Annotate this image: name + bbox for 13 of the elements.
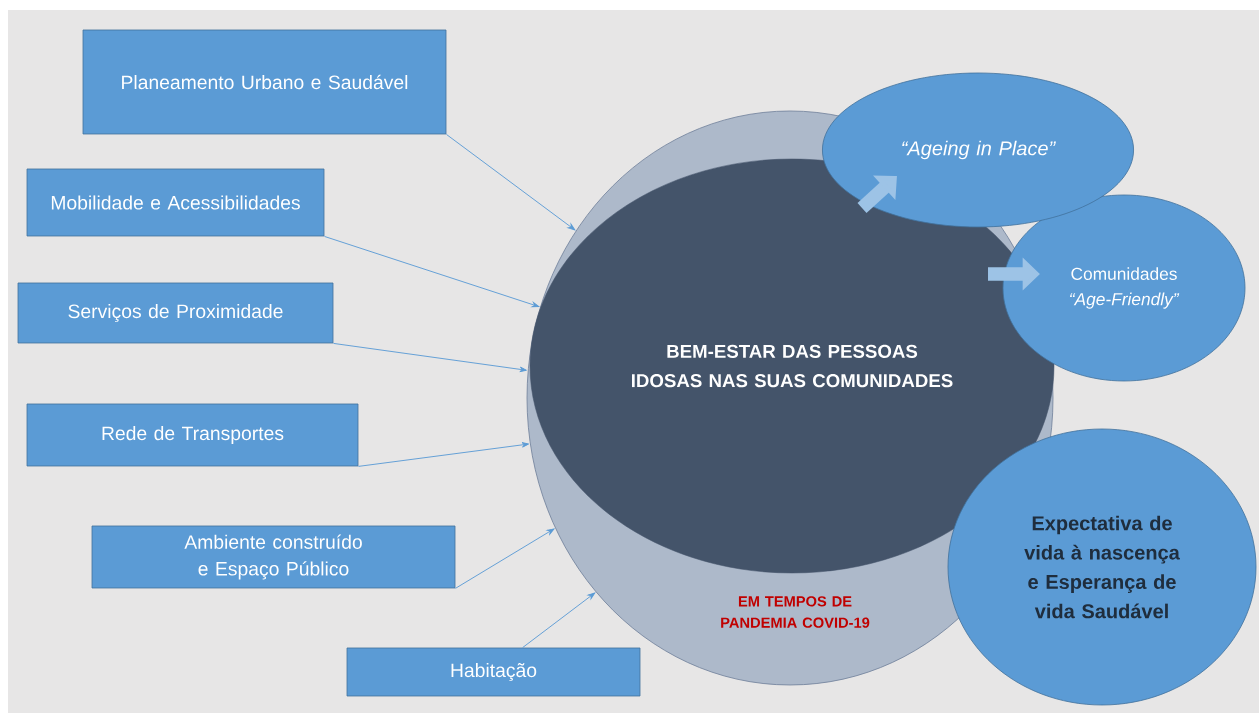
arrow (522, 592, 596, 649)
arrow (445, 133, 576, 231)
arrow (454, 528, 555, 589)
block-arrow (857, 175, 897, 213)
topic-box: Rede de Transportes (26, 403, 359, 467)
topic-box: Planeamento Urbano e Saudável (82, 29, 447, 135)
arrow (332, 342, 527, 373)
topic-box: Ambiente construído e Espaço Público (91, 525, 456, 589)
arrow (357, 442, 530, 467)
topic-box: Serviços de Proximidade (17, 282, 334, 344)
topic-box: Habitação (346, 647, 641, 697)
arrow (323, 235, 540, 308)
topic-box: Mobilidade e Acessibilidades (26, 168, 325, 237)
